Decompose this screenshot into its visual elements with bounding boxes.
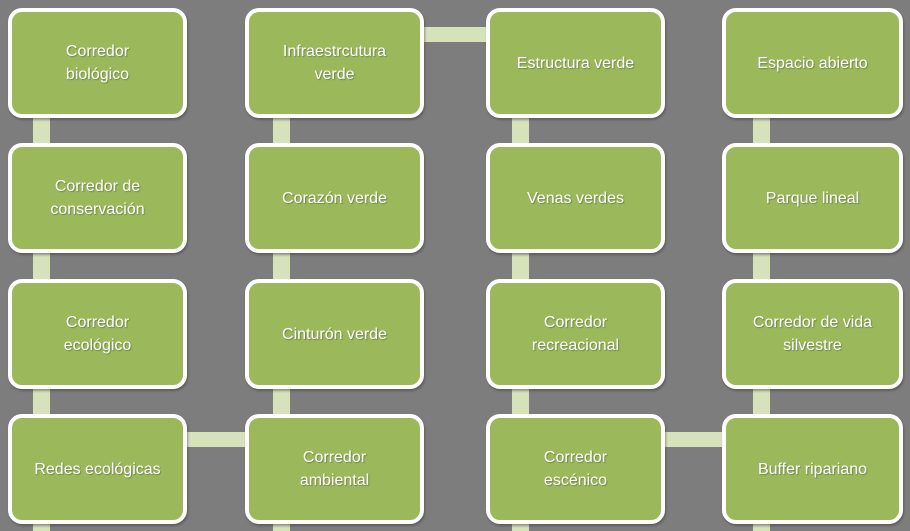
node-cinturon-verde: Cinturón verde: [245, 279, 424, 389]
connector-v-col2-row2-3: [273, 247, 290, 285]
connector-v-col1-row3-4: [33, 383, 50, 420]
node-venas-verdes: Venas verdes: [486, 143, 665, 253]
node-corazon-verde: Corazón verde: [245, 143, 424, 253]
connector-v-col1-row2-3: [33, 247, 50, 285]
node-label: Cinturón verde: [282, 325, 387, 343]
node-parque-lineal: Parque lineal: [722, 143, 903, 253]
connector-h-row1-col2-col3: [415, 27, 492, 42]
node-label: Parque lineal: [765, 189, 860, 207]
node-redes-ecologicas: Redes ecológicas: [8, 414, 187, 524]
node-buffer-ripariano: Buffer ripariano: [722, 414, 903, 524]
node-label: Redes ecológicas: [34, 460, 161, 478]
connector-v-col4-row1-2: [753, 112, 770, 149]
connector-v-col3-row2-3: [512, 247, 529, 285]
connector-v-col1-row1-2: [33, 112, 50, 149]
connector-v-col2-row1-2: [273, 112, 290, 149]
connector-h-row4-col1-col2: [181, 432, 251, 447]
connector-v-col3-row1-2: [512, 112, 529, 149]
node-espacio-abierto: Espacio abierto: [722, 8, 903, 118]
connector-v-col4-row2-3: [753, 247, 770, 285]
node-label: Corazón verde: [282, 189, 387, 207]
node-label: Venas verdes: [527, 189, 624, 207]
node-estructura-verde: Estructura verde: [486, 8, 665, 118]
connector-v-col2-row3-4: [273, 383, 290, 420]
connector-v-col3-row3-4: [512, 383, 529, 420]
node-label: Estructura verde: [516, 54, 635, 72]
connector-v-col4-row3-4: [753, 383, 770, 420]
connector-h-row4-col3-col4: [659, 432, 728, 447]
node-label: Buffer ripariano: [757, 460, 868, 478]
node-label: Espacio abierto: [757, 54, 868, 72]
